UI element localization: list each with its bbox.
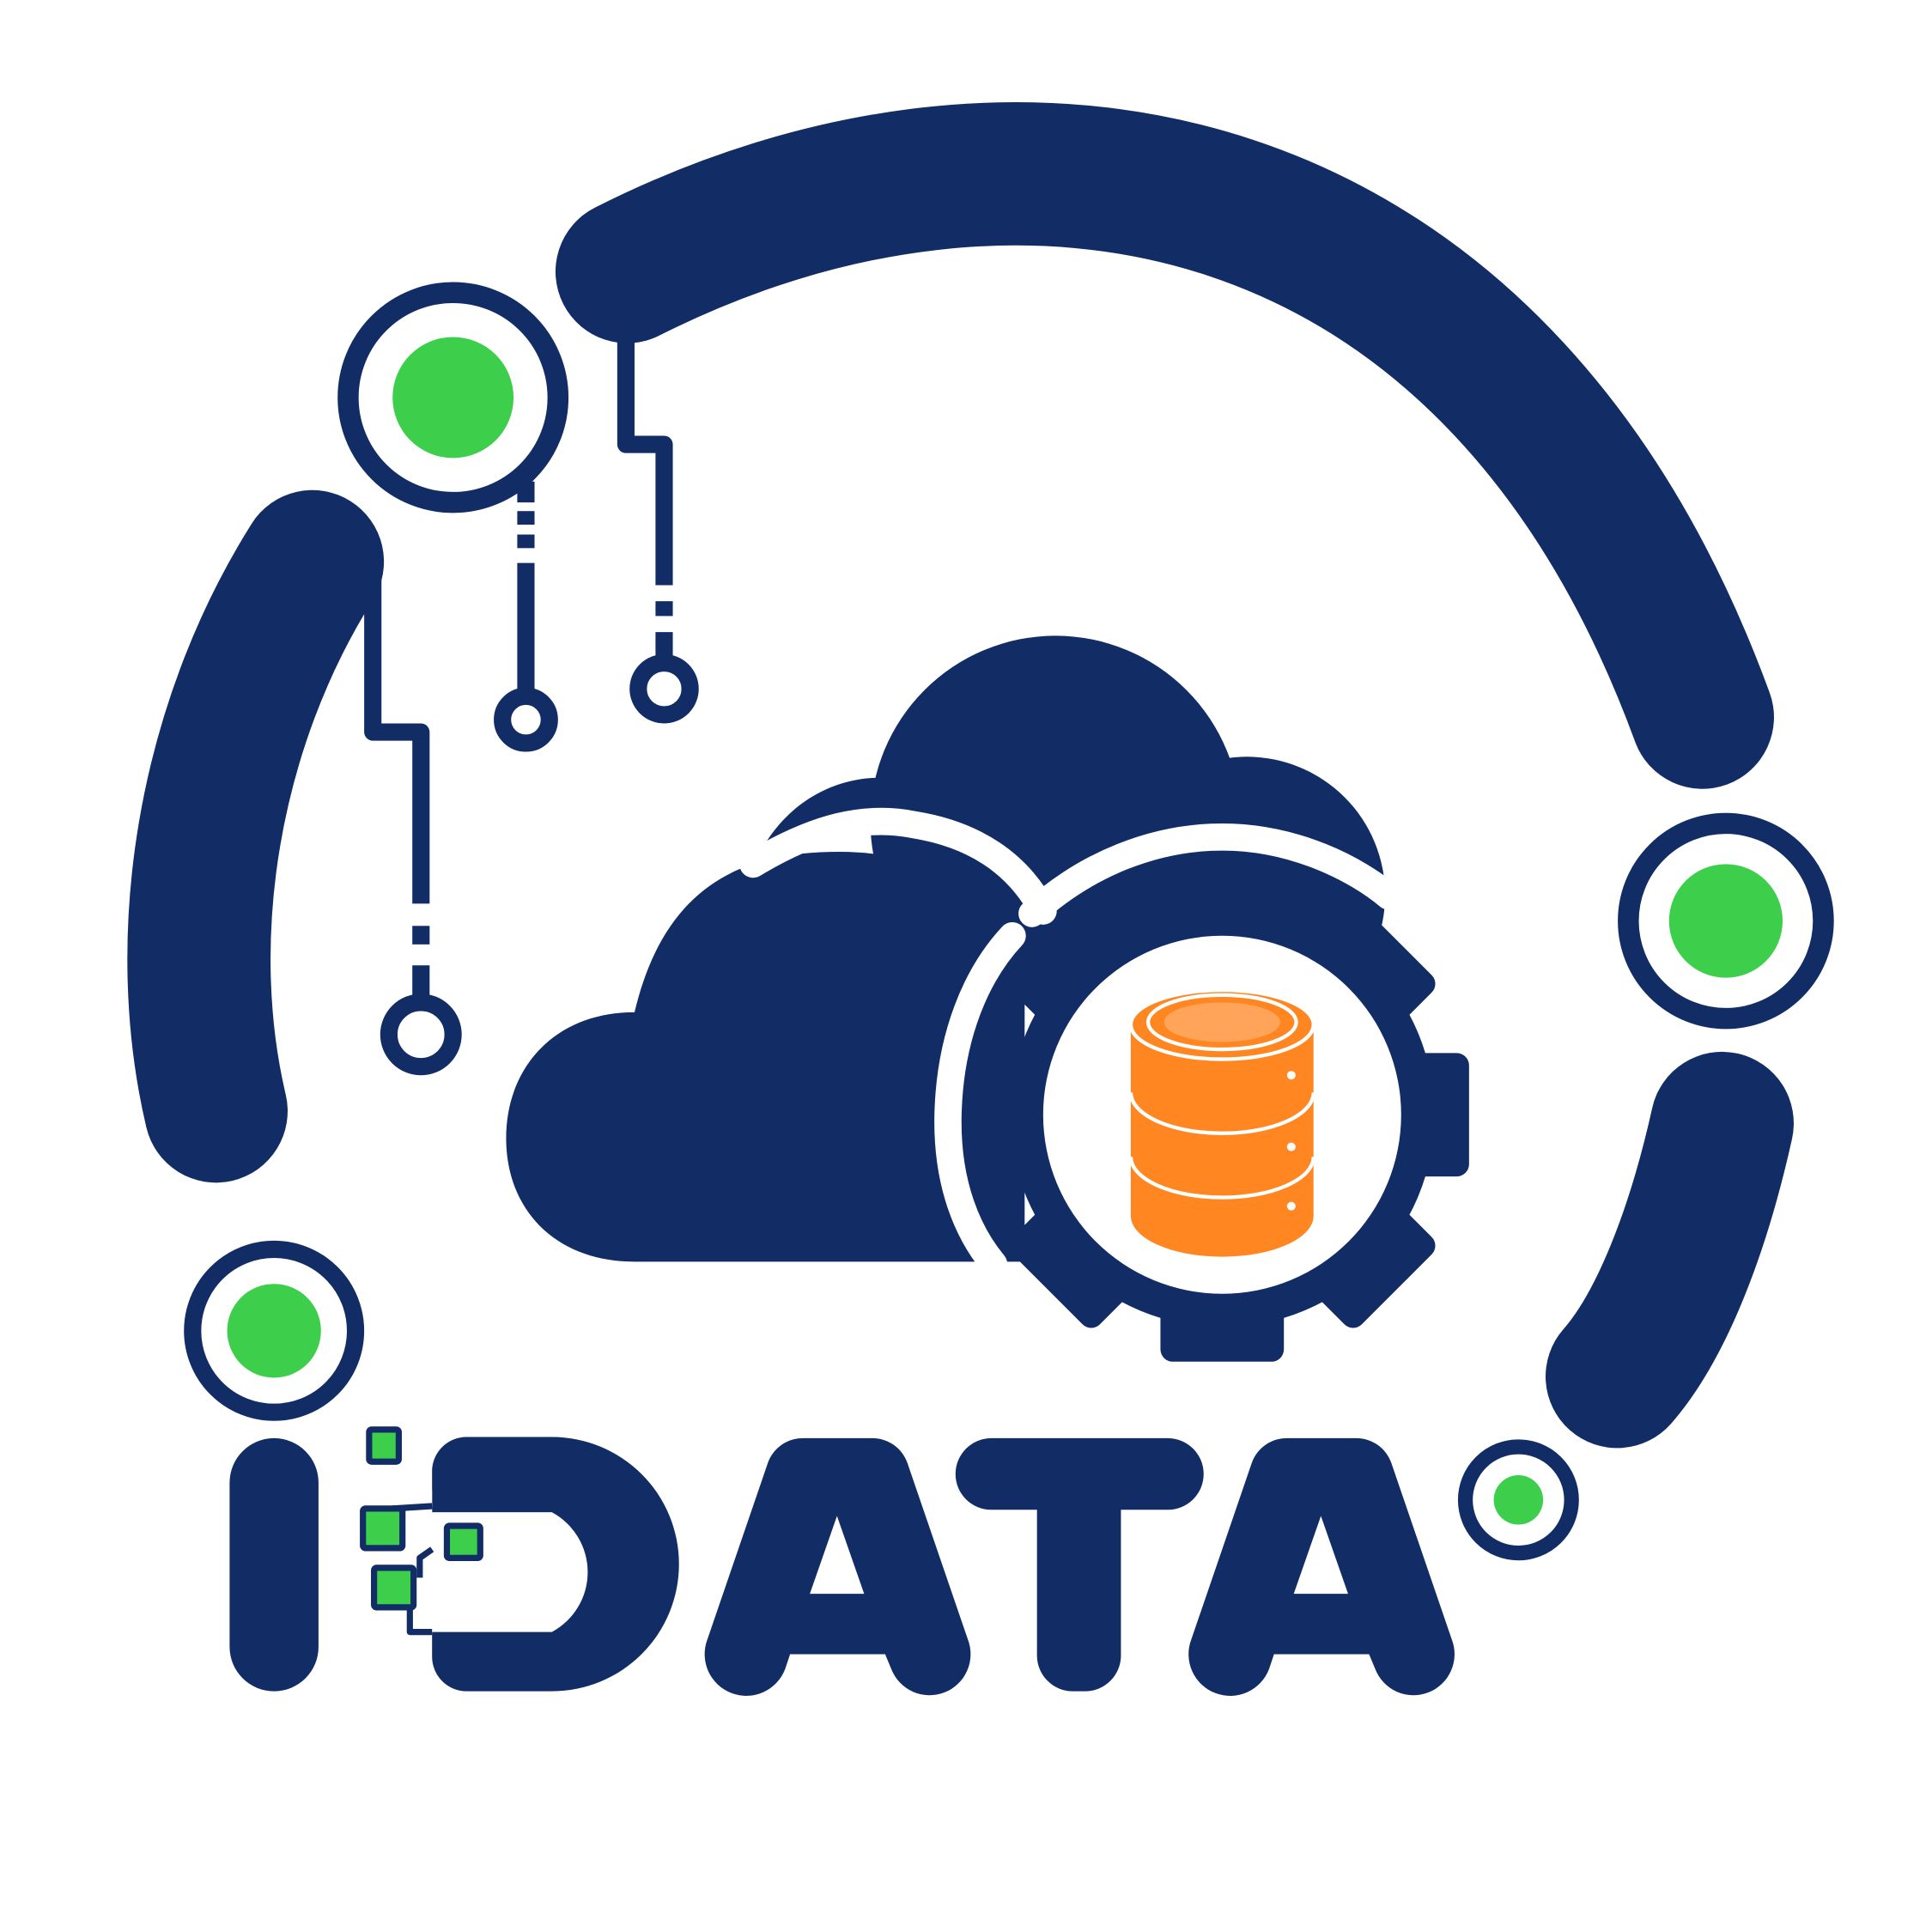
wordmark-letterforms [229,1437,1455,1696]
circuit-terminals [380,653,699,1076]
circuit-traces [364,339,673,995]
d-circuit-detail [360,1426,483,1636]
arc-left [127,489,385,1183]
terminal-node-icon [380,993,462,1076]
green-node-icon [1618,812,1834,1030]
circuit-pad-icon [366,1426,402,1465]
circuit-pad-icon [371,1564,417,1611]
circuit-pad-icon [443,1522,483,1561]
circuit-pad-icon [360,1505,406,1552]
green-node-icon [184,1240,365,1421]
terminal-node-icon [494,687,558,752]
green-node-icon [337,282,569,513]
terminal-node-icon [629,653,699,724]
wordmark-text: iDATA [427,1405,1252,1722]
outer-arc-ring [127,102,1794,1449]
arc-bottom-right [1546,1051,1794,1449]
arc-top-right [555,102,1774,789]
database-icon [1128,987,1315,1257]
registered-mark-icon [1457,1439,1579,1561]
cloud-separators [739,807,1403,1279]
